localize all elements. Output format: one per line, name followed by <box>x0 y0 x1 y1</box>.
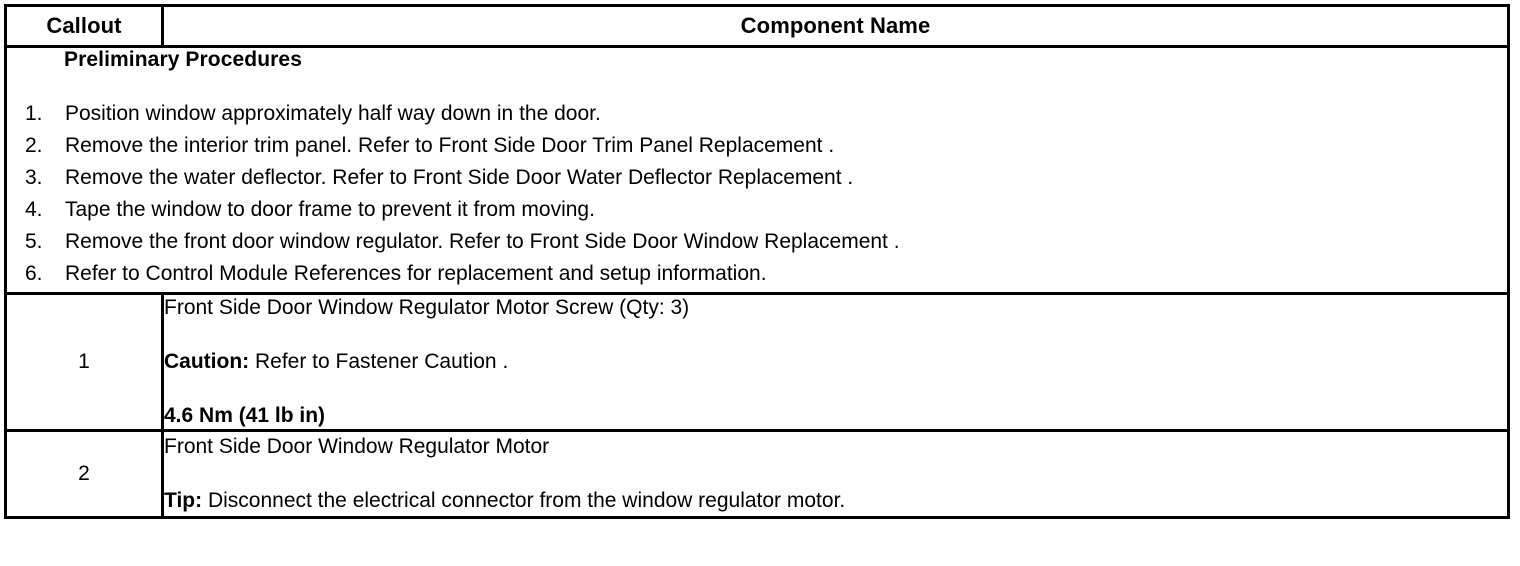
preliminary-procedures-row: Preliminary Procedures 1. Position windo… <box>4 45 1510 295</box>
step-text: Refer to Control Module References for r… <box>65 262 767 285</box>
component-callout-table: Callout Component Name Preliminary Proce… <box>4 4 1510 519</box>
component-description-cell: Front Side Door Window Regulator Motor S… <box>161 292 1510 432</box>
preliminary-procedures-title: Preliminary Procedures <box>64 48 302 71</box>
step-number: 4. <box>25 198 43 221</box>
step-text: Remove the water deflector. Refer to Fro… <box>65 166 854 189</box>
preliminary-procedures-cell: Preliminary Procedures 1. Position windo… <box>4 45 1510 295</box>
caution-note: Caution: Refer to Fastener Caution . <box>164 349 1507 375</box>
header-component-name: Component Name <box>161 4 1510 48</box>
tip-note: Tip: Disconnect the electrical connector… <box>164 488 1507 514</box>
step-number: 5. <box>25 230 43 253</box>
callout-number: 2 <box>4 429 164 519</box>
list-item: 3. Remove the water deflector. Refer to … <box>7 162 1507 194</box>
callout-number: 1 <box>4 292 164 432</box>
torque-spec: 4.6 Nm (41 lb in) <box>164 404 326 427</box>
step-number: 2. <box>25 134 43 157</box>
list-item: 4. Tape the window to door frame to prev… <box>7 194 1507 226</box>
tip-text: Disconnect the electrical connector from… <box>202 489 846 512</box>
step-text: Tape the window to door frame to prevent… <box>65 198 595 221</box>
step-number: 3. <box>25 166 43 189</box>
list-item: 1. Position window approximately half wa… <box>7 98 1507 130</box>
list-item: 6. Refer to Control Module References fo… <box>7 258 1507 290</box>
component-description-cell: Front Side Door Window Regulator Motor T… <box>161 429 1510 519</box>
component-name-text: Front Side Door Window Regulator Motor S… <box>164 296 690 319</box>
table-row: 2 Front Side Door Window Regulator Motor… <box>4 429 1510 519</box>
caution-text: Refer to Fastener Caution . <box>249 350 509 373</box>
step-text: Remove the front door window regulator. … <box>65 230 900 253</box>
caution-label: Caution: <box>164 350 250 373</box>
table-row: 1 Front Side Door Window Regulator Motor… <box>4 292 1510 432</box>
step-text: Position window approximately half way d… <box>65 102 601 125</box>
step-text: Remove the interior trim panel. Refer to… <box>65 134 835 157</box>
list-item: 5. Remove the front door window regulato… <box>7 226 1507 258</box>
component-name-text: Front Side Door Window Regulator Motor <box>164 435 550 458</box>
list-item: 2. Remove the interior trim panel. Refer… <box>7 130 1507 162</box>
table-header-row: Callout Component Name <box>4 4 1510 48</box>
step-number: 6. <box>25 262 43 285</box>
tip-label: Tip: <box>164 489 203 512</box>
header-callout: Callout <box>4 4 164 48</box>
preliminary-steps-list: 1. Position window approximately half wa… <box>7 98 1507 290</box>
step-number: 1. <box>25 102 43 125</box>
